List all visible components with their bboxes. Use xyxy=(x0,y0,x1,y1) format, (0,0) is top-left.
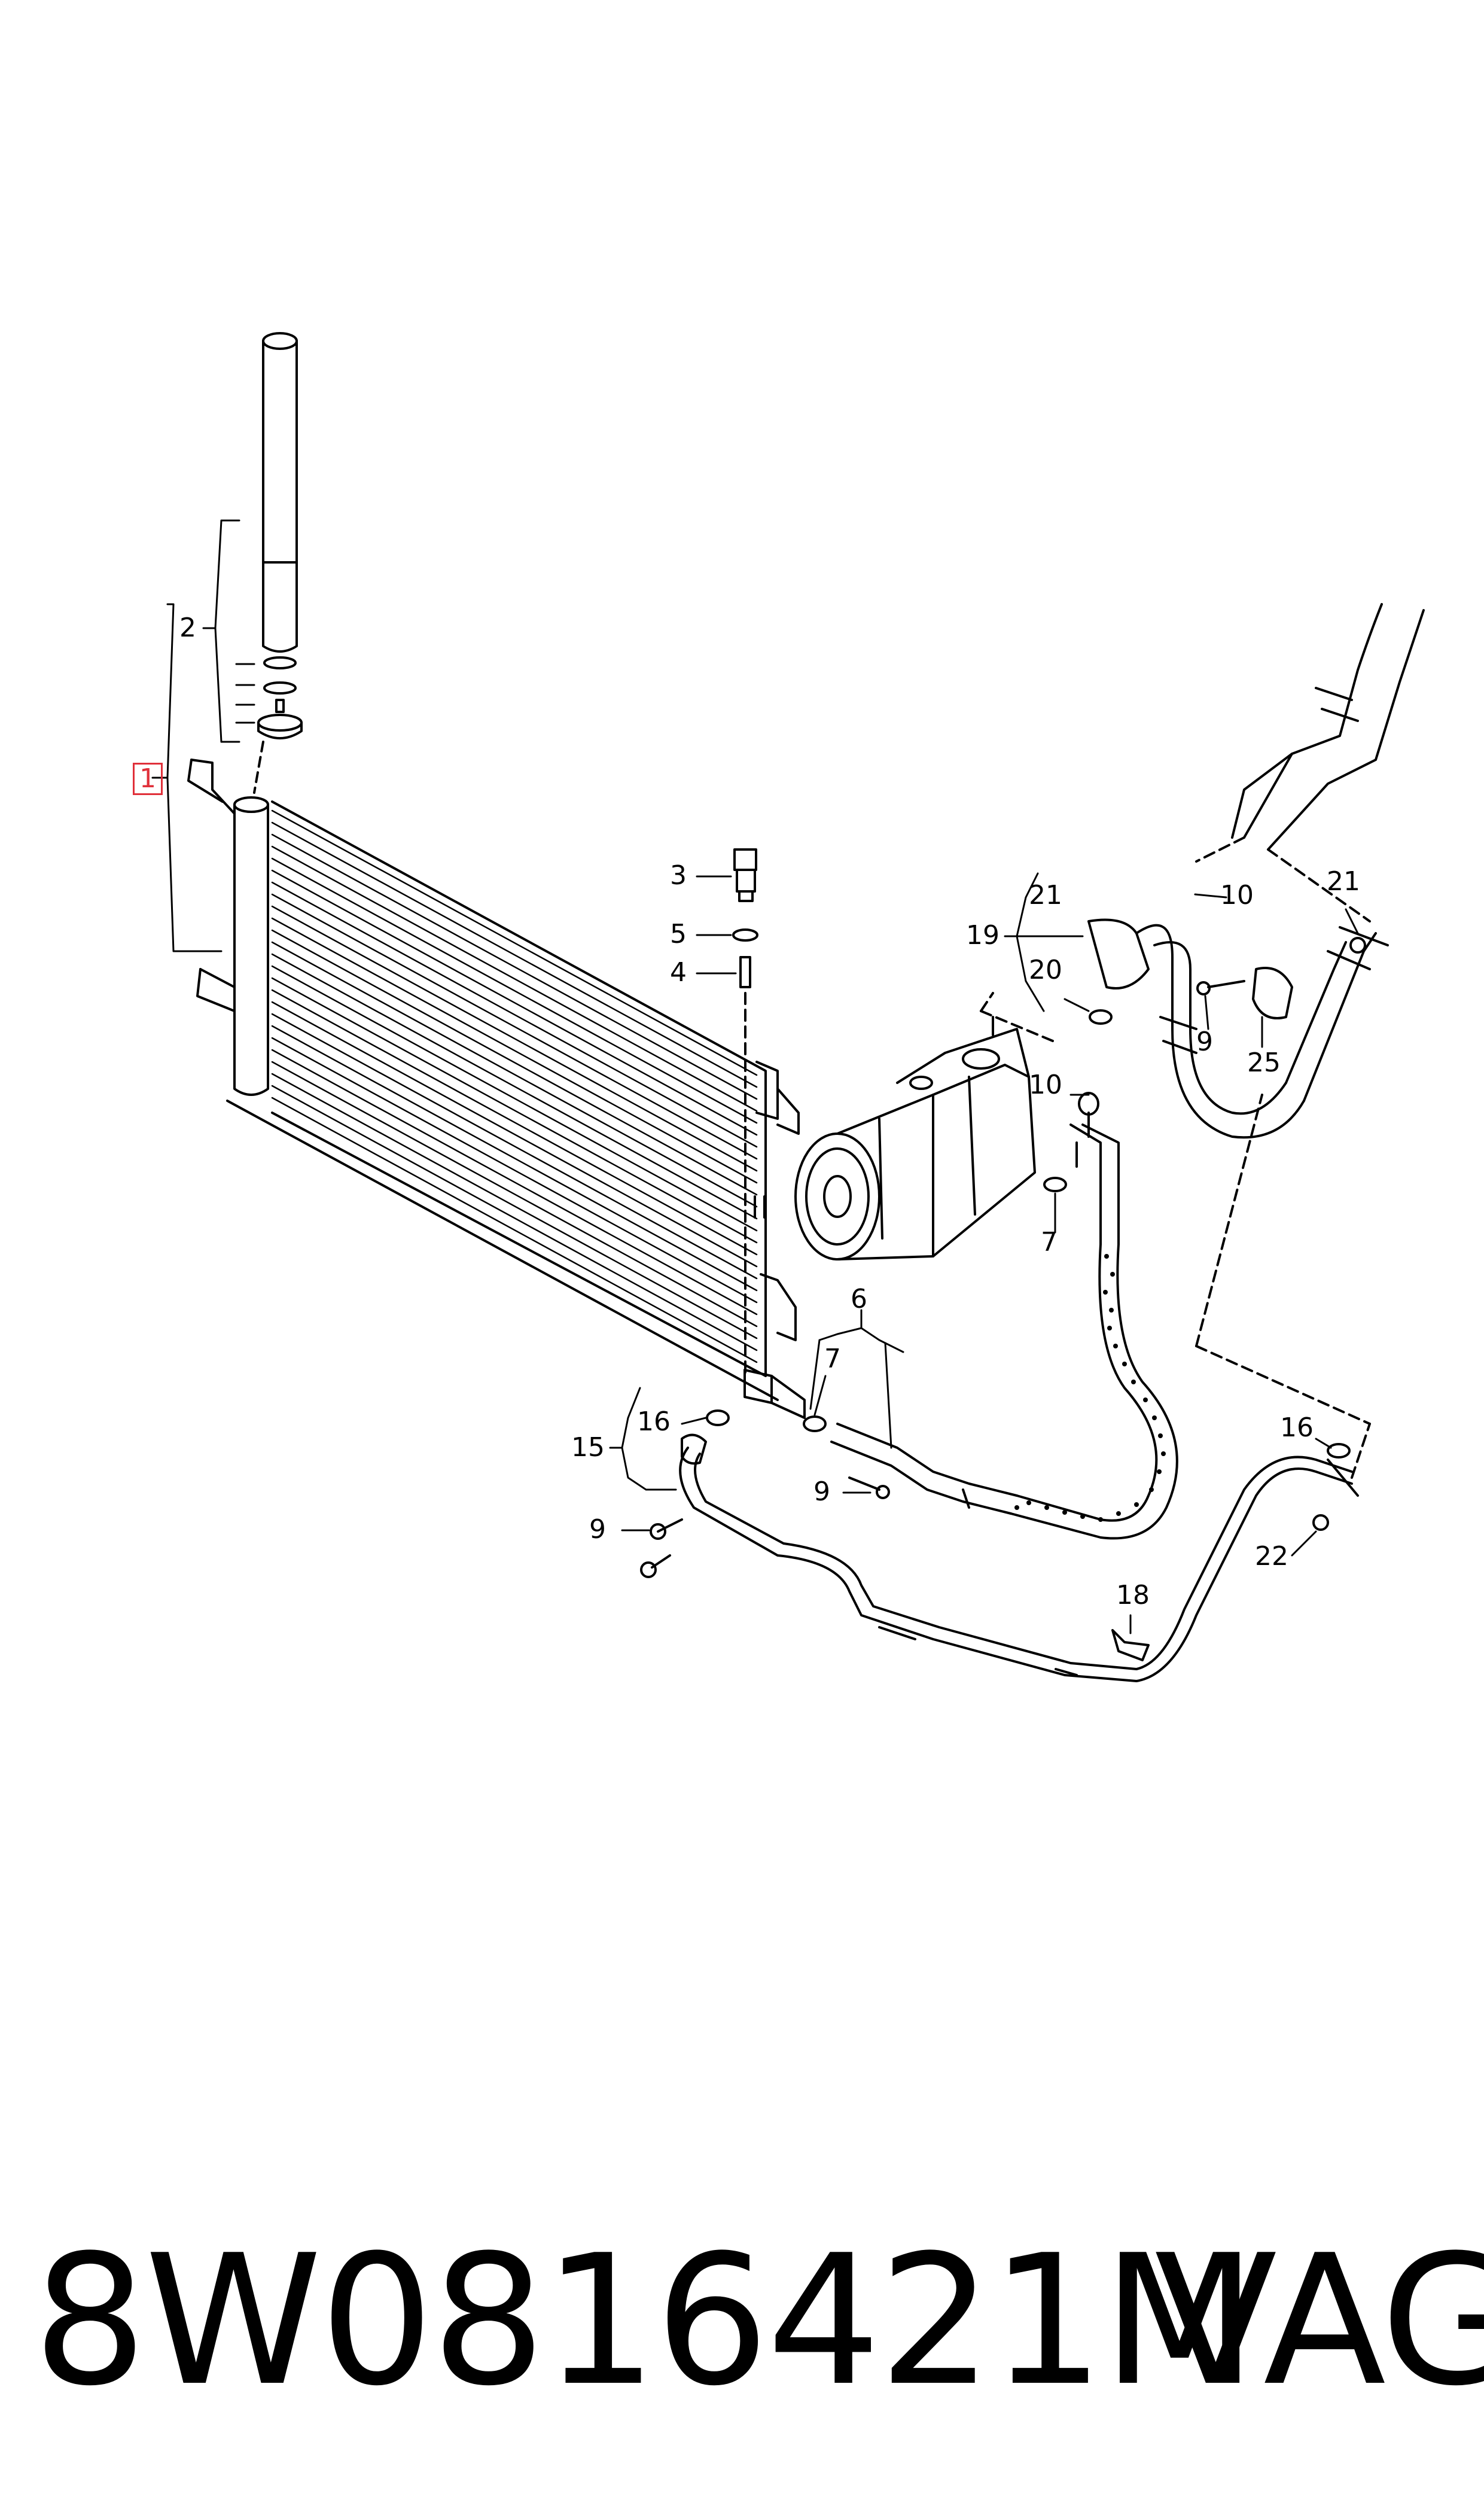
condenser xyxy=(187,759,806,1419)
callout-16-right[interactable]: 16 xyxy=(1280,1412,1314,1443)
callout-1[interactable]: 1 xyxy=(133,763,163,795)
callout-5[interactable]: 5 xyxy=(670,919,687,949)
callout-18[interactable]: 18 xyxy=(1116,1580,1150,1610)
leader-lines xyxy=(151,519,1359,1634)
callout-7-center[interactable]: 7 xyxy=(824,1344,841,1374)
pressure-sensor xyxy=(732,848,758,1377)
callout-20[interactable]: 20 xyxy=(1029,955,1062,985)
callout-21-right[interactable]: 21 xyxy=(1327,866,1360,897)
pressure-hose xyxy=(830,1092,1178,1540)
callout-6[interactable]: 6 xyxy=(851,1284,867,1314)
callout-9-right[interactable]: 9 xyxy=(1196,1027,1213,1057)
pressure-hose-dots xyxy=(1014,1254,1166,1522)
callout-10-top[interactable]: 10 xyxy=(1220,880,1254,911)
callout-25[interactable]: 25 xyxy=(1247,1048,1281,1078)
callout-9-left[interactable]: 9 xyxy=(589,1514,606,1545)
callout-19[interactable]: 19 xyxy=(966,920,1000,951)
evaporator-pipe xyxy=(1195,603,1425,922)
callout-21-left[interactable]: 21 xyxy=(1029,880,1062,911)
suction-hose xyxy=(1087,918,1389,1139)
callout-9-center[interactable]: 9 xyxy=(813,1476,830,1507)
callout-3[interactable]: 3 xyxy=(670,860,687,891)
callout-10-mid[interactable]: 10 xyxy=(1029,1070,1062,1100)
liquid-line xyxy=(640,1094,1371,1682)
callout-4[interactable]: 4 xyxy=(670,957,687,988)
callout-7-right[interactable]: 7 xyxy=(1041,1227,1058,1258)
condenser-fittings xyxy=(650,1409,890,1540)
callout-15[interactable]: 15 xyxy=(571,1432,605,1463)
part-number: 8W0816421M xyxy=(33,2216,1257,2425)
receiver-drier xyxy=(253,332,303,794)
brand-label: VAG xyxy=(1154,2216,1484,2425)
callout-22[interactable]: 22 xyxy=(1255,1541,1288,1572)
clamp xyxy=(1196,967,1293,1019)
callout-16-left[interactable]: 16 xyxy=(637,1406,671,1437)
compressor xyxy=(794,1016,1036,1260)
condenser-fins xyxy=(271,809,758,1363)
callout-2[interactable]: 2 xyxy=(179,613,196,643)
